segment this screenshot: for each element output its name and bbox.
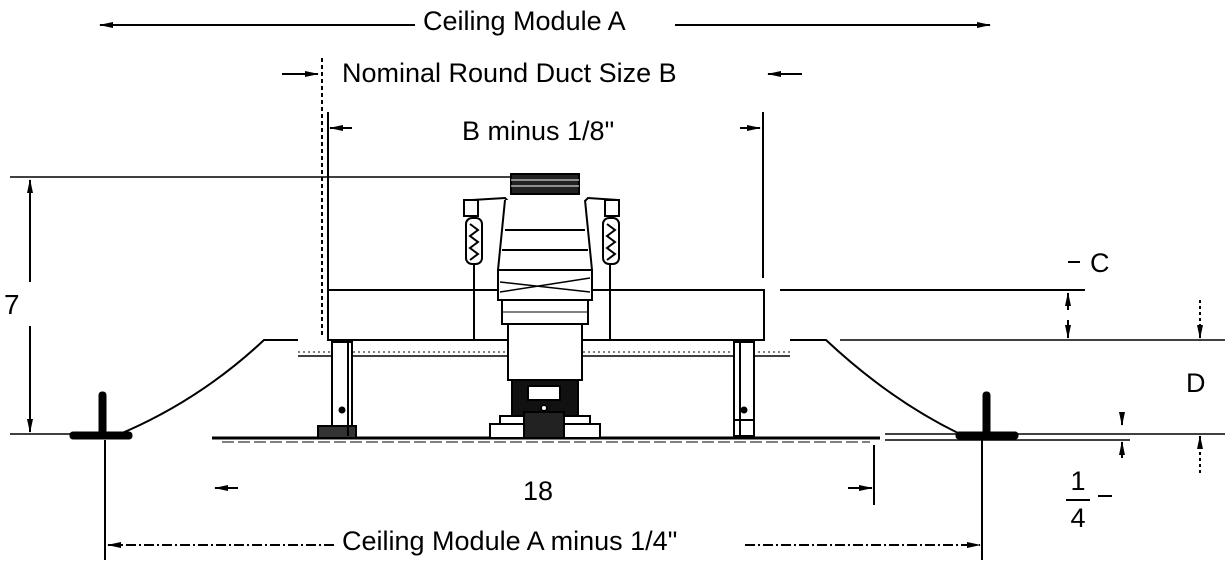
dim-c xyxy=(780,261,1225,341)
damper-mechanism xyxy=(463,173,620,439)
nominal-duct-label: Nominal Round Duct Size B xyxy=(342,58,677,88)
height-label: 7 xyxy=(4,289,20,320)
quarter-fraction-label: 1 4 xyxy=(1066,468,1090,532)
dim-ceiling-module-minus xyxy=(104,440,983,560)
left-t-bar xyxy=(69,391,133,440)
support-brackets xyxy=(317,341,755,439)
dim-d-label: D xyxy=(1186,368,1206,398)
dim-nominal-duct-b xyxy=(282,58,802,338)
dim-b-minus xyxy=(327,112,764,290)
dim-width-18 xyxy=(214,445,875,505)
width-label: 18 xyxy=(523,476,554,506)
dim-quarter xyxy=(885,412,1130,497)
right-t-bar xyxy=(955,391,1019,440)
fraction-numerator: 1 xyxy=(1070,466,1086,496)
b-minus-label: B minus 1/8" xyxy=(462,116,615,146)
fraction-bar xyxy=(1066,499,1090,501)
dim-c-label: C xyxy=(1090,248,1110,278)
fraction-denominator: 4 xyxy=(1070,503,1086,533)
ceiling-module-label: Ceiling Module A xyxy=(423,6,626,36)
ceiling-module-minus-label: Ceiling Module A minus 1/4" xyxy=(342,526,678,556)
dim-height-7 xyxy=(10,176,512,435)
dim-d xyxy=(885,300,1225,475)
